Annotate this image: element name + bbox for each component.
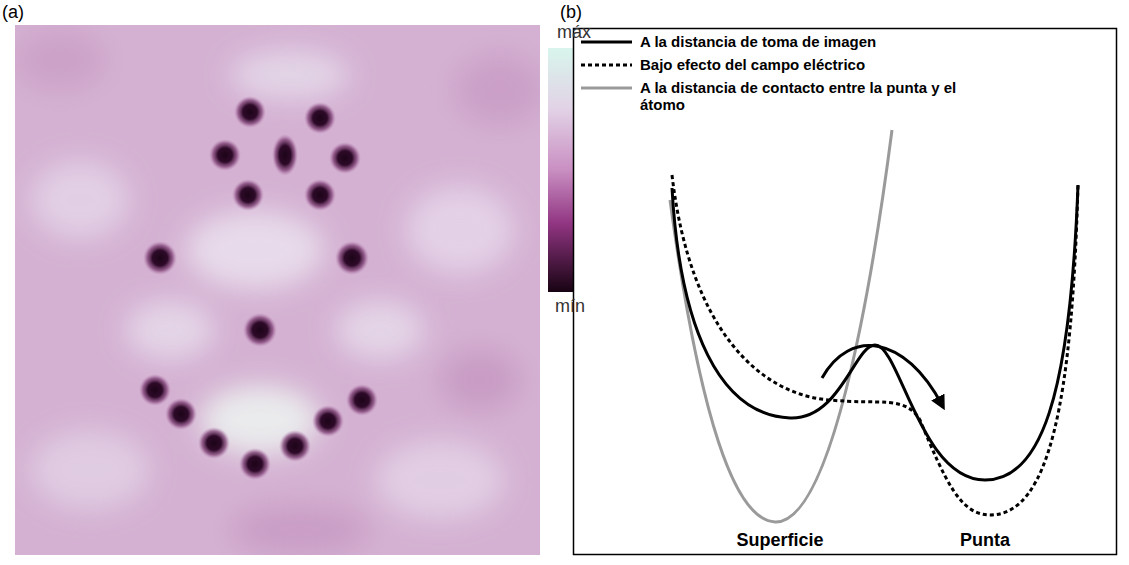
contact-curve — [670, 130, 892, 522]
panel-label: (a) — [2, 2, 24, 23]
legend-text: Bajo efecto del campo eléctrico — [640, 56, 970, 73]
scale-label: máx — [557, 22, 591, 43]
imaging-curve — [672, 185, 1078, 480]
scale-label: mín — [555, 296, 585, 317]
stm-image — [15, 25, 540, 555]
legend-text: A la distancia de contacto entre la punt… — [640, 79, 970, 114]
axis-label: Punta — [960, 530, 1010, 551]
field-curve — [672, 175, 1078, 515]
panel-frame — [574, 29, 1117, 555]
legend-sample-grey — [581, 87, 632, 90]
transfer-arrow — [822, 346, 942, 405]
panel-label: (b) — [560, 2, 582, 23]
axis-label: Superficie — [736, 530, 823, 551]
legend-sample-dotted — [581, 64, 632, 67]
legend-text: A la distancia de toma de imagen — [640, 33, 970, 50]
